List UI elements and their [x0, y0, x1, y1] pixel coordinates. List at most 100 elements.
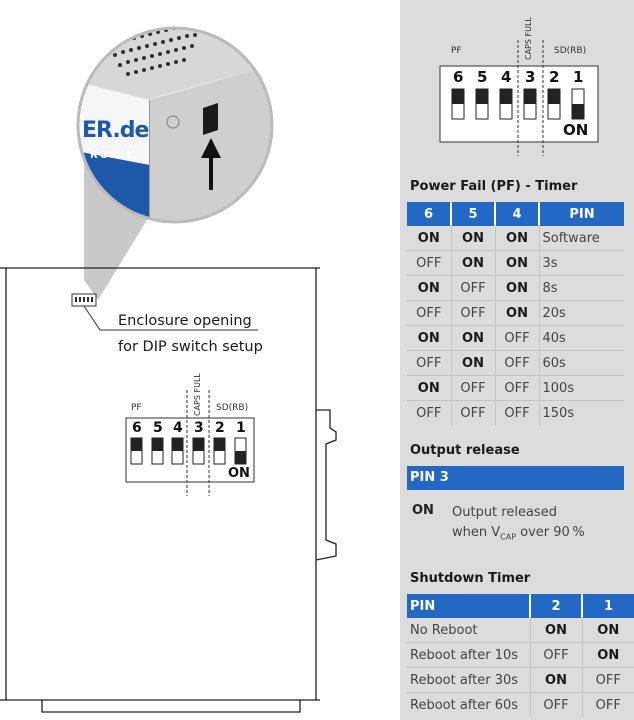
dip-left-sd-label: SD(RB)	[216, 403, 249, 413]
pf-cell: OFF	[451, 375, 496, 401]
pf-cell: 3s	[539, 250, 624, 276]
pf-cell: ON	[451, 226, 496, 251]
dip-panel-number: 1	[573, 68, 584, 86]
pf-header-cell: 4	[495, 202, 540, 226]
sd-cell: OFF	[582, 667, 634, 693]
pf-cell: ON	[451, 325, 496, 351]
pf-cell: ON	[451, 250, 496, 276]
sd-cell: ON	[530, 667, 583, 693]
dip-panel-number: 6	[453, 68, 464, 86]
enclosure-label-line2: for DIP switch setup	[118, 339, 263, 355]
pf-cell: 20s	[539, 300, 624, 326]
dip-left-switch-knob	[235, 451, 246, 464]
pf-cell: ON	[407, 375, 452, 401]
pf-cell: OFF	[407, 250, 452, 276]
dip-left-number: 6	[132, 420, 142, 436]
pf-cell: OFF	[451, 275, 496, 301]
dip-panel-number: 5	[477, 68, 488, 86]
pf-cell: ON	[407, 325, 452, 351]
arrow-up-icon	[201, 138, 221, 158]
sd-cell: OFF	[582, 692, 634, 717]
output-release-title: Output release	[410, 443, 520, 458]
sd-header-cell: 1	[582, 594, 634, 618]
pf-header-cell: 6	[407, 202, 452, 226]
pf-cell: OFF	[495, 325, 540, 351]
dip-left-switch-knob	[172, 438, 183, 451]
dip-left-caps-label: CAPS FULL	[193, 373, 202, 416]
dip-panel-switch-knob	[476, 89, 488, 104]
dip-left-number: 5	[153, 420, 163, 436]
dip-panel-pf-label: PF	[451, 46, 462, 56]
brand-subtext: RONIK	[90, 150, 137, 161]
dip-left-number: 4	[173, 420, 183, 436]
sd-cell: Reboot after 10s	[407, 642, 531, 668]
pf-cell: ON	[407, 275, 452, 301]
pf-cell: ON	[495, 250, 540, 276]
dip-left-number: 3	[194, 420, 204, 436]
device-body	[0, 267, 337, 713]
dip-left-number: 2	[215, 420, 225, 436]
dip-left-on-label: ON	[228, 466, 250, 481]
dip-left-switch-knob	[131, 438, 142, 451]
pf-cell: 8s	[539, 275, 624, 301]
sd-cell: OFF	[530, 642, 583, 668]
sd-cell: OFF	[530, 692, 583, 717]
sd-cell: Reboot after 60s	[407, 692, 531, 717]
pf-cell: OFF	[407, 350, 452, 376]
power-fail-title: Power Fail (PF) - Timer	[410, 179, 578, 194]
pf-cell: ON	[451, 350, 496, 376]
dip-panel-switch-knob	[572, 104, 584, 119]
pf-cell: OFF	[495, 400, 540, 425]
pf-cell: OFF	[451, 300, 496, 326]
pf-cell: OFF	[451, 400, 496, 425]
dip-left-pf-label: PF	[131, 403, 142, 413]
dip-left-switch-knob	[214, 438, 225, 451]
dip-switch-left	[125, 390, 255, 496]
sd-cell: No Reboot	[407, 618, 531, 643]
dip-switch-panel-illustration	[439, 40, 599, 156]
pf-header-cell: 5	[451, 202, 496, 226]
sd-cell: ON	[530, 618, 583, 643]
dip-panel-sd-label: SD(RB)	[554, 46, 587, 56]
sd-header-cell: PIN	[407, 594, 531, 618]
output-release-state: ON	[412, 503, 434, 518]
pf-cell: 100s	[539, 375, 624, 401]
sd-cell: ON	[582, 642, 634, 668]
sd-cell: Reboot after 30s	[407, 667, 531, 693]
output-release-line1: Output released	[452, 505, 557, 520]
dip-panel-number: 3	[525, 68, 536, 86]
magnifier-cone	[84, 160, 150, 300]
dip-panel-switch-knob	[548, 89, 560, 104]
pf-cell: OFF	[495, 375, 540, 401]
pf-header-cell: PIN	[539, 202, 624, 226]
dip-panel-number: 2	[549, 68, 560, 86]
pf-cell: 60s	[539, 350, 624, 376]
output-release-pin-header: PIN 3	[407, 466, 624, 490]
sd-cell: ON	[597, 622, 620, 638]
pf-cell: OFF	[407, 400, 452, 425]
device-illustration	[0, 26, 337, 713]
dip-panel-caps-label: CAPS FULL	[524, 17, 533, 60]
dip-panel-switch-knob	[524, 89, 536, 104]
brand-text: ER.de	[82, 118, 149, 143]
dip-opening-zoom	[203, 103, 218, 135]
shutdown-timer-title: Shutdown Timer	[410, 571, 531, 586]
output-release-line2: when VCAP over 90 %	[452, 525, 585, 542]
output-release-description: Output released when VCAP over 90 %	[452, 503, 585, 548]
dip-panel-switch-knob	[452, 89, 464, 104]
